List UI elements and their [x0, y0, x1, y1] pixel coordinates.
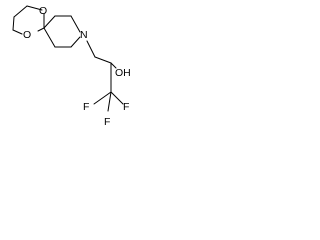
- bond: [12, 29, 23, 35]
- bond: [13, 5, 28, 18]
- bond: [37, 27, 45, 32]
- bond: [93, 91, 112, 105]
- bond: [110, 91, 124, 105]
- dioxolane-ring: [12, 5, 45, 35]
- atom-label-nitrogen: N: [80, 29, 88, 41]
- bond: [12, 16, 15, 31]
- bond: [70, 36, 81, 48]
- atom-label-oxygen-bottom: O: [23, 29, 31, 41]
- bond: [94, 56, 112, 64]
- atom-label-fluorine-left: F: [83, 101, 89, 113]
- bond: [43, 15, 56, 29]
- atom-label-fluorine-middle: F: [104, 116, 110, 128]
- bond: [86, 40, 96, 58]
- atom-label-hydroxyl: OH: [115, 67, 131, 79]
- side-chain: [86, 40, 124, 112]
- atom-label-oxygen-top: O: [39, 5, 47, 17]
- bond: [70, 15, 81, 33]
- atom-label-fluorine-right: F: [123, 101, 129, 113]
- chemical-structure: O O N OH F F F: [12, 5, 131, 128]
- bond: [110, 62, 117, 69]
- bond: [26, 5, 43, 11]
- bond: [107, 91, 112, 112]
- piperidine-ring: [43, 15, 81, 48]
- bond: [43, 27, 56, 48]
